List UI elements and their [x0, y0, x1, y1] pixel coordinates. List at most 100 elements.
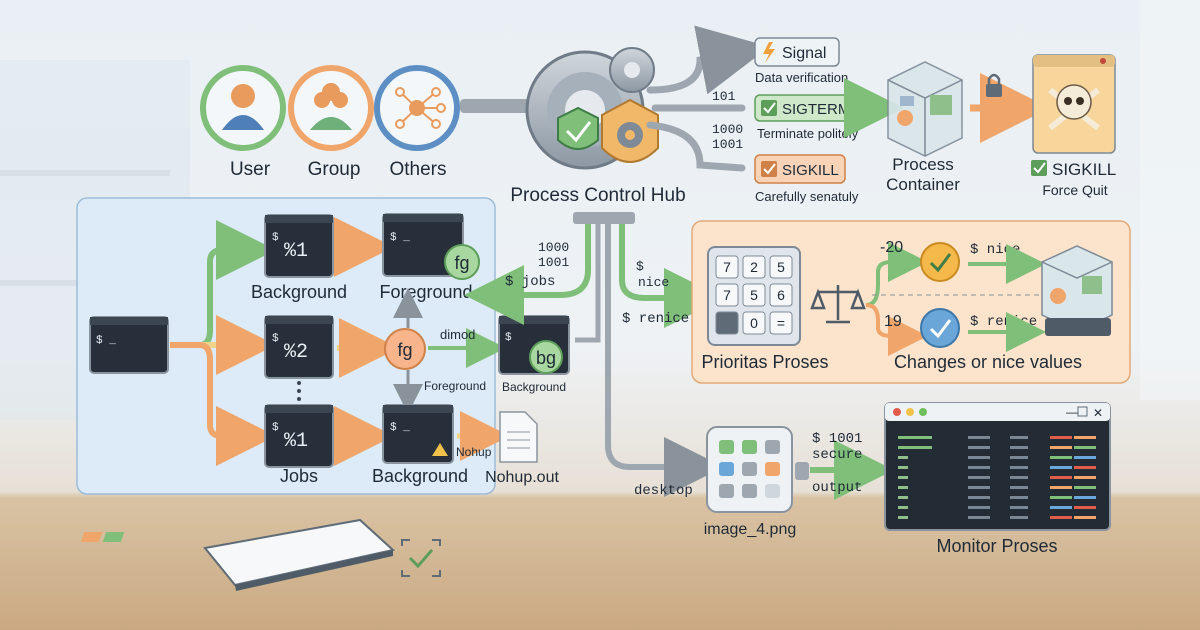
close-icon[interactable]: ✕: [1093, 406, 1103, 420]
check-icon: [761, 100, 777, 116]
maximize-dot[interactable]: [919, 408, 927, 416]
hub-binary-1001: 1001: [538, 255, 569, 270]
pipe-connector: [795, 462, 809, 480]
changes-label: Changes or nice values: [894, 352, 1082, 372]
force-quit-label: Force Quit: [1042, 182, 1107, 198]
binary-1000: 1000: [712, 122, 743, 137]
warning-icon: [432, 443, 448, 456]
keypad-key[interactable]: [742, 283, 766, 307]
monitor-line: [898, 436, 932, 439]
monitor-line: [1074, 446, 1096, 449]
secure-line2: secure: [812, 447, 862, 463]
keypad-key[interactable]: [715, 283, 739, 307]
keypad-key-label: 7: [723, 259, 731, 275]
sigkill-badge[interactable]: SIGKILL: [754, 154, 846, 184]
sigterm-badge[interactable]: SIGTERM: [754, 94, 866, 122]
bg-caption: Background: [502, 380, 566, 394]
keypad-key[interactable]: [742, 311, 766, 335]
monitor-line: [968, 476, 990, 479]
dollar-text: $: [272, 422, 279, 434]
secure-line3: output: [812, 480, 862, 496]
monitor-line: [1010, 506, 1028, 509]
background-terminal[interactable]: $ _: [382, 404, 454, 464]
monitor-window[interactable]: — ✕: [884, 402, 1111, 531]
hub-binary-1000: 1000: [538, 240, 569, 255]
keypad-key-label: 0: [750, 315, 758, 331]
monitor-line: [1050, 486, 1072, 489]
scale-icon: [810, 285, 866, 324]
monitor-line: [1010, 476, 1028, 479]
notebook-icon: [80, 518, 396, 591]
monitor-label: Monitor Proses: [936, 536, 1057, 556]
monitor-line: [968, 436, 990, 439]
jobs-cmd: $ jobs: [505, 274, 555, 290]
renice-cmd: $ renice: [622, 311, 689, 327]
job-terminal-1[interactable]: $ %1: [264, 214, 334, 278]
container-label-1: Process: [892, 155, 953, 174]
job1-label: %1: [284, 240, 308, 263]
check-icon: [761, 161, 777, 177]
fg-circle[interactable]: fg: [384, 328, 426, 370]
group-icon: [310, 83, 352, 130]
keypad-key-label: 2: [750, 259, 758, 275]
badge-check-orange-icon: [920, 242, 960, 282]
monitor-line: [1010, 466, 1028, 469]
network-icon: [395, 87, 446, 129]
sigterm-desc: Terminate politely: [757, 126, 859, 141]
check-icon: [1031, 160, 1047, 176]
monitor-line: [1010, 456, 1028, 459]
minimize-icon[interactable]: —: [1066, 405, 1078, 419]
nice-cmd-right: $ nice: [970, 242, 1020, 258]
monitor-line: [898, 516, 908, 519]
keypad-key[interactable]: [715, 255, 739, 279]
user-icon: [222, 84, 264, 130]
monitor-line: [898, 456, 908, 459]
monitor-line: [1074, 476, 1096, 479]
keypad-key-label: 5: [777, 259, 785, 275]
monitor-line: [968, 466, 990, 469]
monitor-line: [1074, 466, 1096, 469]
bg-terminal[interactable]: $ bg: [498, 315, 570, 375]
prompt-text: $ _: [390, 422, 410, 434]
user-label: User: [230, 159, 271, 180]
foreground-terminal[interactable]: $ _: [382, 213, 464, 277]
monitor-line: [1050, 516, 1072, 519]
sigkill-label: SIGKILL: [782, 162, 839, 179]
nice-cmd-1: $: [636, 259, 644, 274]
keypad-key[interactable]: [769, 283, 793, 307]
jobs-label: Jobs: [280, 466, 318, 486]
sigkill-final-badge: SIGKILL: [1031, 160, 1116, 179]
monitor-line: [1050, 436, 1072, 439]
background-bottom-label: Background: [372, 466, 468, 486]
monitor-line: [968, 496, 990, 499]
keypad-key[interactable]: [742, 255, 766, 279]
keypad-key[interactable]: [715, 311, 739, 335]
monitor-line: [968, 516, 990, 519]
container-label-2: Container: [886, 175, 960, 194]
close-dot[interactable]: [893, 408, 901, 416]
file-icon: [499, 411, 538, 463]
keypad-key[interactable]: [769, 255, 793, 279]
sigterm-label: SIGTERM: [782, 101, 850, 118]
keypad-key-label: 5: [750, 287, 758, 303]
ellipsis-dots: [297, 381, 301, 401]
badge-check-blue-icon: [920, 308, 960, 348]
keypad-key[interactable]: [769, 311, 793, 335]
desktop-label: desktop: [634, 483, 693, 499]
lock-icon: [986, 73, 1002, 97]
restore-icon[interactable]: [1077, 406, 1088, 417]
prompt-text: $ _: [96, 335, 116, 347]
monitor-line: [1074, 456, 1096, 459]
scan-check-icon: [401, 539, 441, 577]
source-terminal[interactable]: $ _: [89, 316, 169, 374]
signal-desc: Data verification: [755, 70, 848, 85]
signal-badge[interactable]: Signal: [754, 37, 840, 67]
minimize-dot[interactable]: [906, 408, 914, 416]
monitor-line: [968, 506, 990, 509]
monitor-line: [1050, 456, 1072, 459]
job-terminal-2[interactable]: $ %2: [264, 315, 334, 379]
monitor-line: [1074, 516, 1096, 519]
image-app-icon[interactable]: [706, 426, 793, 513]
job-terminal-3[interactable]: $ %1: [264, 404, 334, 468]
